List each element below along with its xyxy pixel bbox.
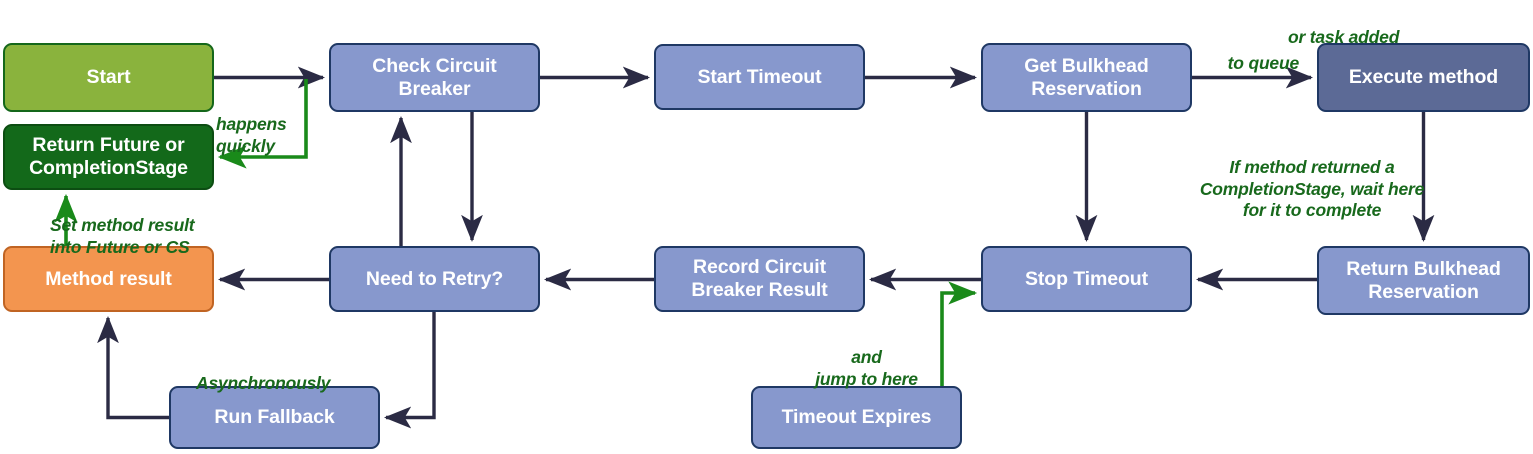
node-return-future-label: Return Future or CompletionStage xyxy=(29,134,188,179)
node-need-to-retry[interactable]: Need to Retry? xyxy=(329,246,540,312)
node-return-bulkhead-reservation-label: Return Bulkhead Reservation xyxy=(1346,257,1501,303)
edge-label-happens-quickly: happens quickly xyxy=(216,93,331,157)
node-timeout-expires[interactable]: Timeout Expires xyxy=(751,386,962,449)
edge-fallback-to-method-result xyxy=(97,315,169,420)
node-execute-method[interactable]: Execute method xyxy=(1317,43,1530,112)
node-start-timeout[interactable]: Start Timeout xyxy=(654,44,865,110)
edge-label-to-queue: to queue xyxy=(1207,32,1300,75)
node-method-result[interactable]: Method result xyxy=(3,246,214,312)
node-check-circuit-breaker[interactable]: Check Circuit Breaker xyxy=(329,43,540,112)
node-return-bulkhead-reservation[interactable]: Return Bulkhead Reservation xyxy=(1317,246,1530,315)
edge-label-or-task-added-text: or task added xyxy=(1288,27,1400,48)
node-get-bulkhead-reservation[interactable]: Get Bulkhead Reservation xyxy=(981,43,1192,112)
edge-label-happens-quickly-text: happens quickly xyxy=(216,114,287,156)
node-record-circuit-breaker-result-label: Record Circuit Breaker Result xyxy=(691,256,828,301)
edge-label-set-method-result: Set method result into Future or CS xyxy=(50,194,250,258)
node-run-fallback[interactable]: Run Fallback xyxy=(169,386,380,449)
node-stop-timeout-label: Stop Timeout xyxy=(1024,267,1149,290)
edge-label-set-method-result-text: Set method result into Future or CS xyxy=(50,215,195,257)
edge-label-completionstage-wait: If method returned a CompletionStage, wa… xyxy=(1194,136,1430,221)
edge-label-asynchronously: Asynchronously xyxy=(196,352,396,395)
edge-timeout-expires-to-stop xyxy=(940,281,978,386)
edge-label-and-jump-to-here-text: and jump to here xyxy=(815,347,918,389)
edge-label-completionstage-wait-text: If method returned a CompletionStage, wa… xyxy=(1199,157,1425,221)
node-start-timeout-label: Start Timeout xyxy=(697,65,822,88)
node-record-circuit-breaker-result[interactable]: Record Circuit Breaker Result xyxy=(654,246,865,312)
node-timeout-expires-label: Timeout Expires xyxy=(781,406,932,428)
node-stop-timeout[interactable]: Stop Timeout xyxy=(981,246,1192,312)
node-return-future[interactable]: Return Future or CompletionStage xyxy=(3,124,214,190)
node-execute-method-label: Execute method xyxy=(1348,66,1499,88)
node-need-to-retry-label: Need to Retry? xyxy=(365,267,504,290)
node-start-label: Start xyxy=(86,66,131,88)
edge-label-asynchronously-text: Asynchronously xyxy=(196,373,331,394)
edge-label-or-task-added: or task added xyxy=(1288,6,1448,49)
node-get-bulkhead-reservation-label: Get Bulkhead Reservation xyxy=(1024,54,1149,100)
edge-label-to-queue-text: to queue xyxy=(1227,53,1300,74)
node-start[interactable]: Start xyxy=(3,43,214,112)
node-run-fallback-label: Run Fallback xyxy=(214,406,335,428)
edge-label-and-jump-to-here: and jump to here xyxy=(800,326,933,390)
node-method-result-label: Method result xyxy=(45,267,172,290)
node-check-circuit-breaker-label: Check Circuit Breaker xyxy=(372,54,497,100)
